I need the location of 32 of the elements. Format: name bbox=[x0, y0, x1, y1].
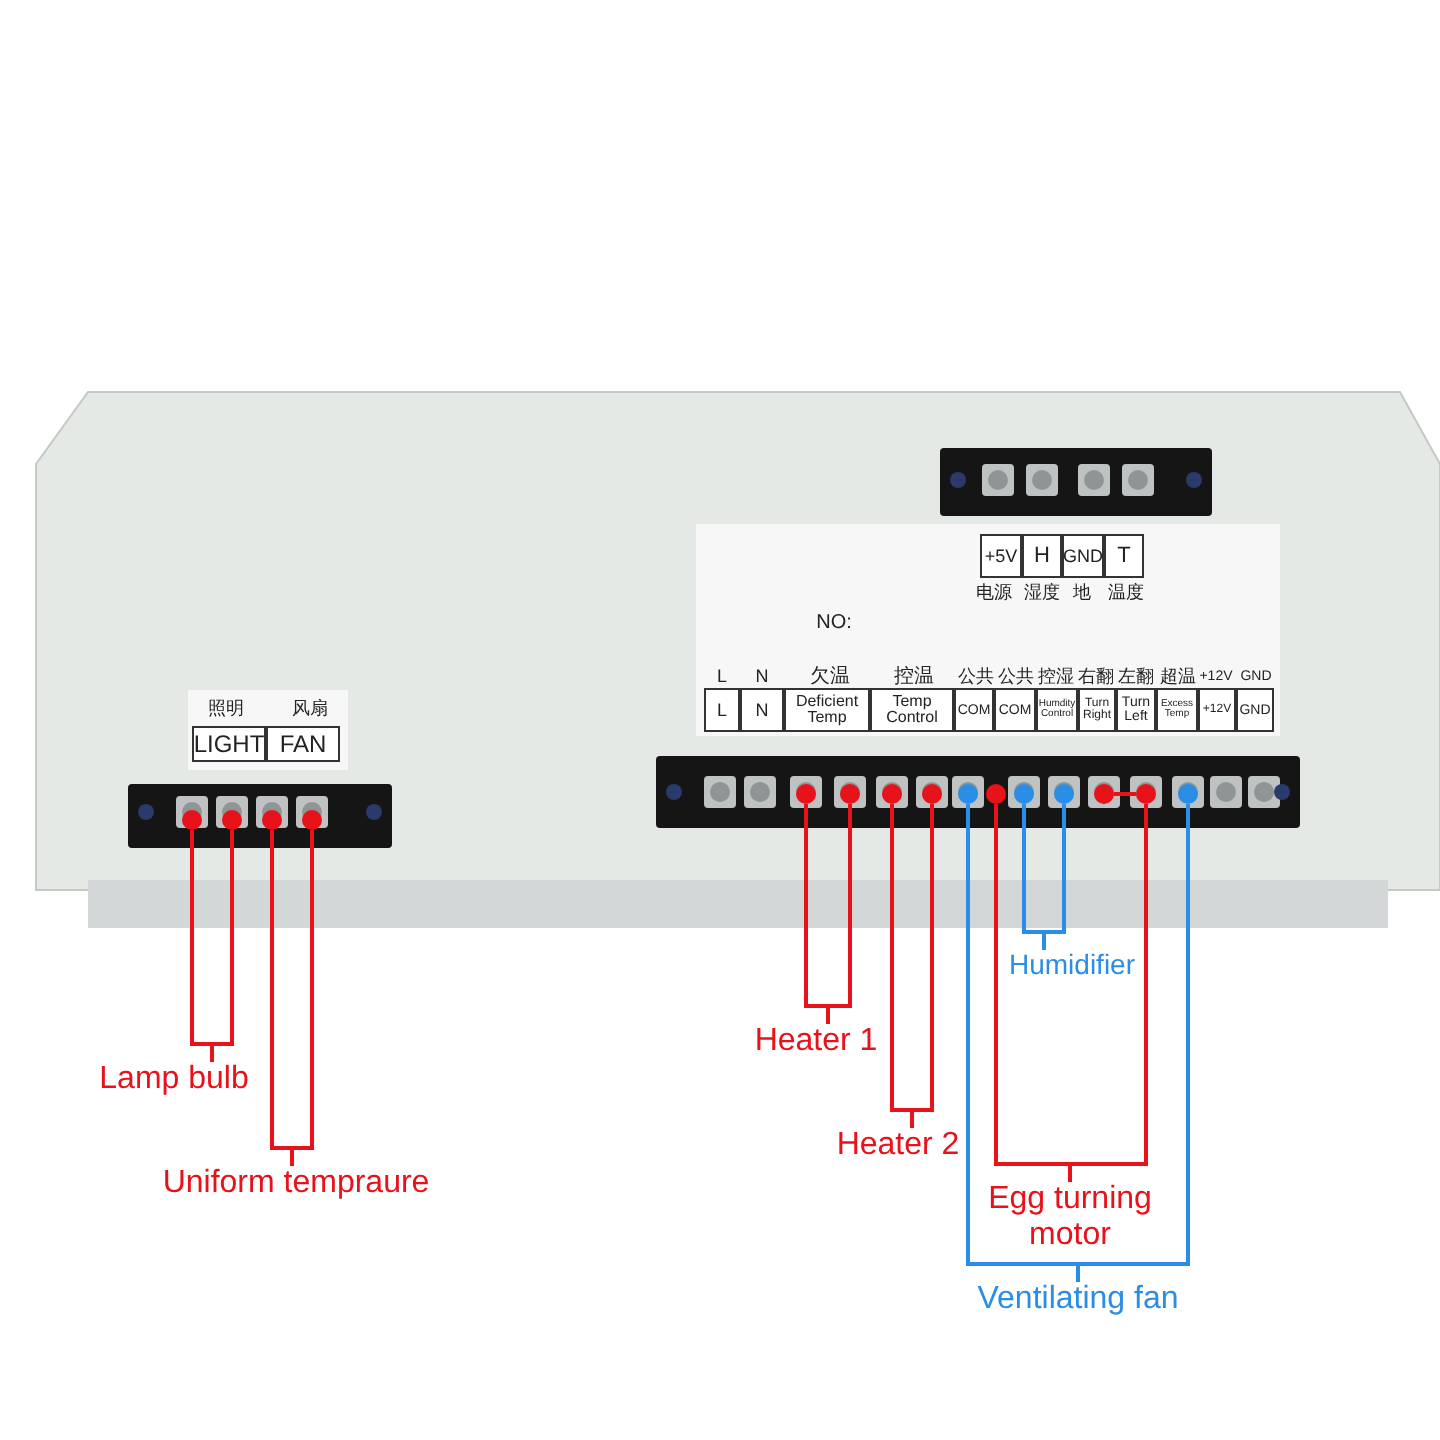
terminal-caption: 地 bbox=[1071, 580, 1093, 604]
wire bbox=[210, 830, 234, 1062]
terminal-caption: 公共 bbox=[956, 666, 996, 688]
wire bbox=[1068, 804, 1148, 1182]
terminal-caption: 控湿 bbox=[1036, 666, 1076, 688]
terminal-caption: 控温 bbox=[892, 666, 936, 688]
terminal-label: LIGHT bbox=[192, 726, 266, 762]
terminal-caption: 超温 bbox=[1158, 666, 1198, 688]
terminal-caption: 风扇 bbox=[290, 696, 330, 720]
terminal-label: L bbox=[704, 688, 740, 732]
terminal-caption: 左翻 bbox=[1116, 666, 1156, 688]
terminal-caption: 照明 bbox=[206, 696, 246, 720]
wire bbox=[1114, 792, 1136, 796]
terminal-label: +5V bbox=[980, 534, 1022, 578]
terminal-caption: 公共 bbox=[996, 666, 1036, 688]
terminal-caption: 电源 bbox=[974, 580, 1014, 604]
wire bbox=[1076, 804, 1190, 1282]
terminal-label: Temp Control bbox=[870, 688, 954, 732]
terminal-caption: N bbox=[753, 666, 771, 688]
terminal-label: Deficient Temp bbox=[784, 688, 870, 732]
terminal-label: T bbox=[1104, 534, 1144, 578]
terminal-label: GND bbox=[1062, 534, 1104, 578]
terminal-caption: 右翻 bbox=[1076, 666, 1116, 688]
terminal-caption: L bbox=[714, 666, 729, 688]
terminal-caption: NO: bbox=[814, 610, 854, 638]
wire bbox=[910, 804, 934, 1128]
terminal-caption: 湿度 bbox=[1022, 580, 1062, 604]
terminal-label: H bbox=[1022, 534, 1062, 578]
terminal-caption: 欠温 bbox=[808, 666, 852, 688]
terminal-caption: 温度 bbox=[1106, 580, 1146, 604]
terminal-label: N bbox=[740, 688, 784, 732]
terminal-label: FAN bbox=[266, 726, 340, 762]
